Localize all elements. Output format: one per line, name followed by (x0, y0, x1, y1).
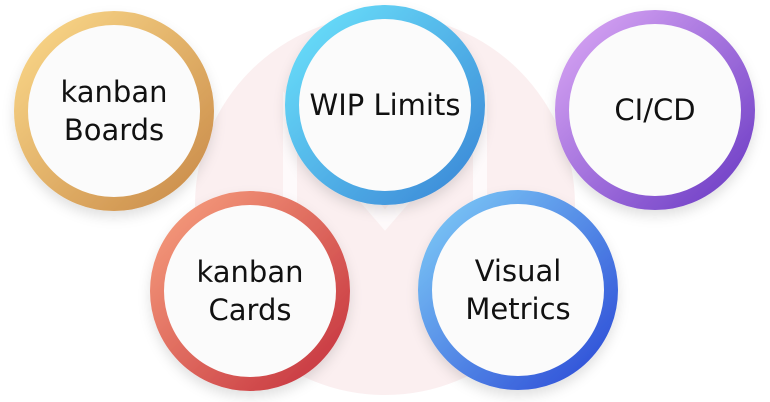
node-label-line: kanban (60, 75, 168, 109)
node-label: WIP Limits (300, 86, 470, 124)
node-label-line: Visual (474, 254, 562, 288)
node-label: CI/CD (570, 91, 740, 129)
node-ring-2 (555, 10, 755, 210)
node-label-line: kanban (196, 255, 304, 289)
watermark-logo (283, 91, 487, 350)
node-ring-0 (14, 11, 214, 211)
node-label-line: Boards (63, 113, 165, 147)
node-ring-3 (150, 191, 350, 391)
node-ring-1 (285, 5, 485, 205)
node-label-line: CI/CD (614, 93, 696, 127)
node-label-line: Metrics (465, 292, 571, 326)
node-label-line: WIP Limits (309, 88, 461, 122)
node-ring-4 (418, 190, 618, 390)
node-label-line: Cards (208, 293, 292, 327)
